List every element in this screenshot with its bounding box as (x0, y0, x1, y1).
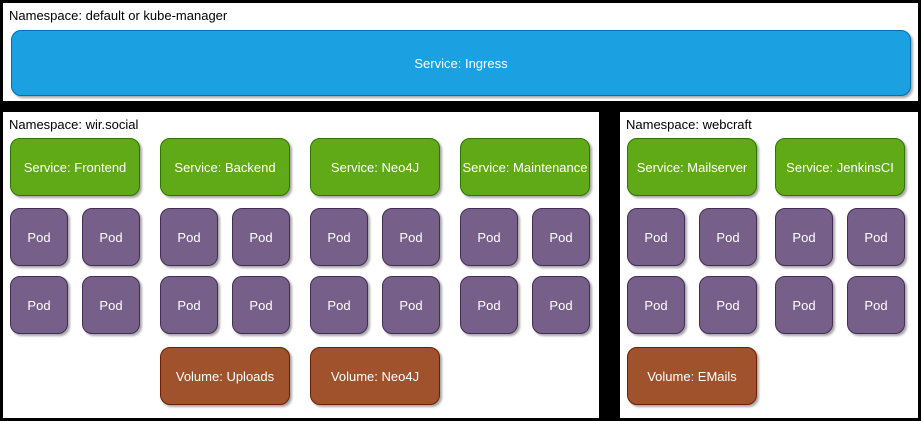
service-group-frontend: Service: Frontend Pod Pod Pod Pod (10, 138, 140, 405)
pod-row: Pod Pod (460, 276, 590, 334)
pod-box: Pod (310, 276, 368, 334)
namespace-panel-default: Namespace: default or kube-manager Servi… (3, 3, 918, 101)
service-group-neo4j: Service: Neo4J Pod Pod Pod Pod Volume: N… (310, 138, 440, 405)
namespace-panel-webcraft: Namespace: webcraft Service: Mailserver … (620, 112, 918, 418)
pod-box: Pod (847, 276, 905, 334)
pod-box: Pod (10, 276, 68, 334)
pod-row: Pod Pod (310, 208, 440, 266)
pod-box: Pod (627, 208, 685, 266)
pod-box: Pod (10, 208, 68, 266)
service-box-jenkinsci: Service: JenkinsCI (775, 138, 905, 196)
pod-box: Pod (232, 208, 290, 266)
namespace-label: Namespace: wir.social (9, 117, 139, 132)
service-box-maintenance: Service: Maintenance (460, 138, 590, 196)
pod-box: Pod (382, 276, 440, 334)
pod-box: Pod (82, 276, 140, 334)
pod-row: Pod Pod (627, 276, 757, 334)
service-box-neo4j: Service: Neo4J (310, 138, 440, 196)
pod-box: Pod (627, 276, 685, 334)
pod-box: Pod (699, 276, 757, 334)
service-box-backend: Service: Backend (160, 138, 290, 196)
service-group-maintenance: Service: Maintenance Pod Pod Pod Pod (460, 138, 590, 405)
pod-row: Pod Pod (627, 208, 757, 266)
pod-row: Pod Pod (160, 276, 290, 334)
pod-row: Pod Pod (10, 208, 140, 266)
pod-row: Pod Pod (310, 276, 440, 334)
pod-box: Pod (382, 208, 440, 266)
pod-box: Pod (847, 208, 905, 266)
pod-row: Pod Pod (10, 276, 140, 334)
pod-box: Pod (160, 208, 218, 266)
pod-row: Pod Pod (775, 208, 905, 266)
service-group-mailserver: Service: Mailserver Pod Pod Pod Pod Volu… (627, 138, 757, 405)
pod-box: Pod (460, 276, 518, 334)
pod-row: Pod Pod (775, 276, 905, 334)
pod-box: Pod (532, 276, 590, 334)
pod-row: Pod Pod (460, 208, 590, 266)
pod-box: Pod (775, 276, 833, 334)
pod-box: Pod (460, 208, 518, 266)
namespace-label: Namespace: default or kube-manager (9, 8, 228, 23)
pod-box: Pod (310, 208, 368, 266)
service-groups: Service: Mailserver Pod Pod Pod Pod Volu… (627, 138, 905, 405)
service-box-mailserver: Service: Mailserver (627, 138, 757, 196)
namespace-panel-wir-social: Namespace: wir.social Service: Frontend … (3, 112, 599, 418)
pod-box: Pod (775, 208, 833, 266)
pod-box: Pod (232, 276, 290, 334)
service-group-backend: Service: Backend Pod Pod Pod Pod Volume:… (160, 138, 290, 405)
pod-row: Pod Pod (160, 208, 290, 266)
service-box-frontend: Service: Frontend (10, 138, 140, 196)
pod-box: Pod (699, 208, 757, 266)
volume-box-emails: Volume: EMails (627, 347, 757, 405)
volume-box-neo4j: Volume: Neo4J (310, 347, 440, 405)
pod-box: Pod (160, 276, 218, 334)
namespace-label: Namespace: webcraft (626, 117, 752, 132)
pod-box: Pod (532, 208, 590, 266)
volume-box-uploads: Volume: Uploads (160, 347, 290, 405)
service-groups: Service: Frontend Pod Pod Pod Pod Servic… (10, 138, 590, 405)
pod-box: Pod (82, 208, 140, 266)
service-group-jenkinsci: Service: JenkinsCI Pod Pod Pod Pod (775, 138, 905, 405)
service-box-ingress: Service: Ingress (11, 30, 911, 96)
